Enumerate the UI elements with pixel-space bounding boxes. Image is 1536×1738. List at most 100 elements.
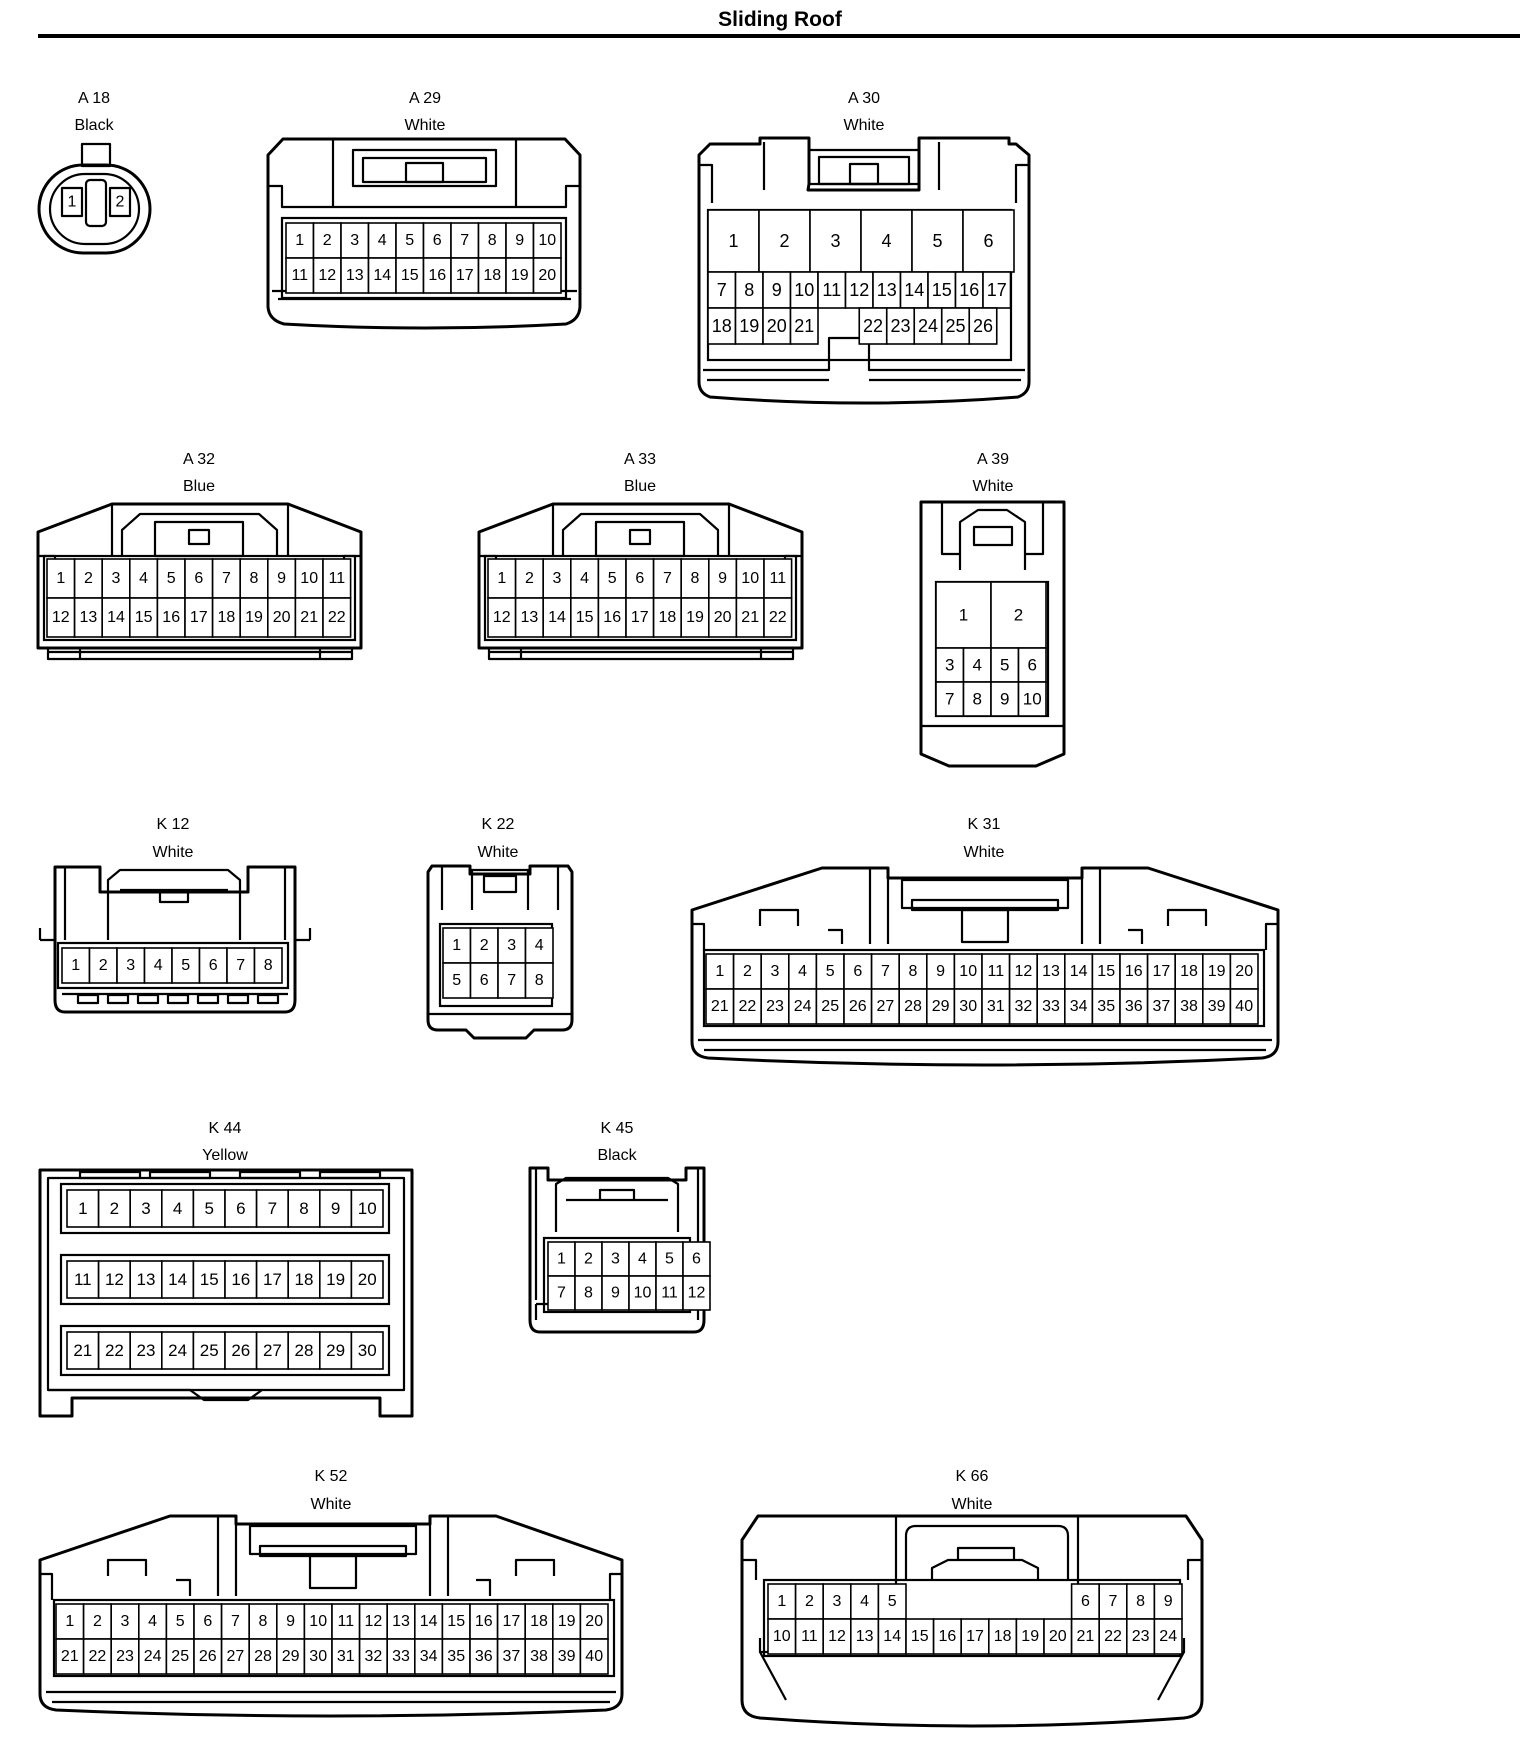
pin-cell <box>303 1603 333 1640</box>
pin-label: 17 <box>987 280 1007 300</box>
pin-label: 17 <box>190 609 208 626</box>
pin-label: 3 <box>112 570 121 587</box>
pin-label: 27 <box>877 998 895 1015</box>
connector-id: K 66 <box>956 1468 989 1485</box>
pin-label: 24 <box>1159 1628 1177 1645</box>
pin-cell <box>55 1638 85 1675</box>
pin-cell <box>505 257 535 294</box>
pin-label: 39 <box>1208 998 1226 1015</box>
pin-label: 12 <box>493 609 511 626</box>
pin-cell <box>815 988 845 1025</box>
pin-cell <box>255 1331 290 1370</box>
pin-label: 5 <box>204 1199 213 1218</box>
pin-label: 23 <box>116 1648 134 1665</box>
pin-label: 8 <box>250 570 259 587</box>
pin-cell <box>211 597 242 638</box>
connector-id: K 44 <box>209 1120 242 1137</box>
pin-label: 1 <box>56 570 65 587</box>
pin-label: 7 <box>507 972 516 989</box>
pin-label: 14 <box>107 609 125 626</box>
pin-label: 13 <box>1042 963 1060 980</box>
pin-label: 16 <box>603 609 621 626</box>
pin-label: 10 <box>300 570 318 587</box>
pin-label: 9 <box>936 963 945 980</box>
pin-cell <box>143 947 173 984</box>
pin-label: 4 <box>580 570 589 587</box>
pin-cell <box>287 1189 321 1228</box>
pin-cell <box>129 1331 163 1370</box>
pin-cell <box>312 257 342 294</box>
pin-label: 29 <box>326 1341 345 1360</box>
pin-label: 20 <box>358 1270 377 1289</box>
pin-label: 16 <box>162 609 180 626</box>
connector-color: White <box>478 844 519 861</box>
pin-label: 22 <box>105 1341 124 1360</box>
pin-label: 14 <box>1070 963 1088 980</box>
pin-label: 5 <box>608 570 617 587</box>
pin-label: 29 <box>282 1648 300 1665</box>
pin-label: 9 <box>611 1285 620 1302</box>
pin-label: 6 <box>209 957 218 974</box>
pin-label: 24 <box>168 1341 187 1360</box>
pin-cell <box>849 1618 880 1655</box>
pin-cell <box>413 1603 444 1640</box>
pin-cell <box>275 1603 306 1640</box>
pin-cell <box>981 988 1011 1025</box>
pin-label: 12 <box>52 609 70 626</box>
pin-label: 2 <box>584 1251 593 1268</box>
pin-cell <box>877 1618 907 1655</box>
pin-cell <box>1008 988 1038 1025</box>
pin-label: 37 <box>1153 998 1171 1015</box>
pin-label: 20 <box>767 316 787 336</box>
pin-label: 4 <box>139 570 148 587</box>
pin-label: 26 <box>199 1648 217 1665</box>
connector-id: A 33 <box>624 451 656 468</box>
pin-cell <box>990 581 1047 649</box>
pin-cell <box>1153 1618 1183 1655</box>
pin-label: 29 <box>932 998 950 1015</box>
pin-cell <box>496 1638 527 1675</box>
pin-cell <box>872 271 902 309</box>
pin-label: 21 <box>73 1341 92 1360</box>
pin-label: 10 <box>309 1613 327 1630</box>
connector-body <box>38 1168 414 1418</box>
pin-label: 20 <box>1235 963 1253 980</box>
connector-id: A 39 <box>977 451 1009 468</box>
pin-label: 12 <box>849 280 869 300</box>
connector-id: K 31 <box>968 816 1001 833</box>
pin-label: 5 <box>932 231 942 251</box>
pin-label: 4 <box>860 1593 869 1610</box>
pin-label: 3 <box>771 963 780 980</box>
pin-cell <box>1017 647 1047 683</box>
pin-label: 8 <box>264 957 273 974</box>
connector-color: White <box>311 1496 352 1513</box>
pin-label: 6 <box>635 570 644 587</box>
connector-color: Blue <box>183 478 215 495</box>
pin-cell <box>767 1583 797 1620</box>
pin-label: 17 <box>1153 963 1171 980</box>
pin-cell <box>156 597 186 638</box>
pin-cell <box>285 257 315 294</box>
pin-label: 15 <box>200 1270 219 1289</box>
pin-cell <box>198 947 228 984</box>
pin-label: 19 <box>1021 1628 1039 1645</box>
connector-color: White <box>844 117 885 134</box>
title-rule <box>38 34 1520 38</box>
pin-label: 21 <box>794 316 814 336</box>
pin-label: 1 <box>65 1613 74 1630</box>
pin-label: 26 <box>231 1341 250 1360</box>
pin-label: 4 <box>378 232 387 249</box>
pin-label: 13 <box>392 1613 410 1630</box>
pin-cell <box>870 988 900 1025</box>
pin-label: 25 <box>821 998 839 1015</box>
pin-label: 10 <box>959 963 977 980</box>
